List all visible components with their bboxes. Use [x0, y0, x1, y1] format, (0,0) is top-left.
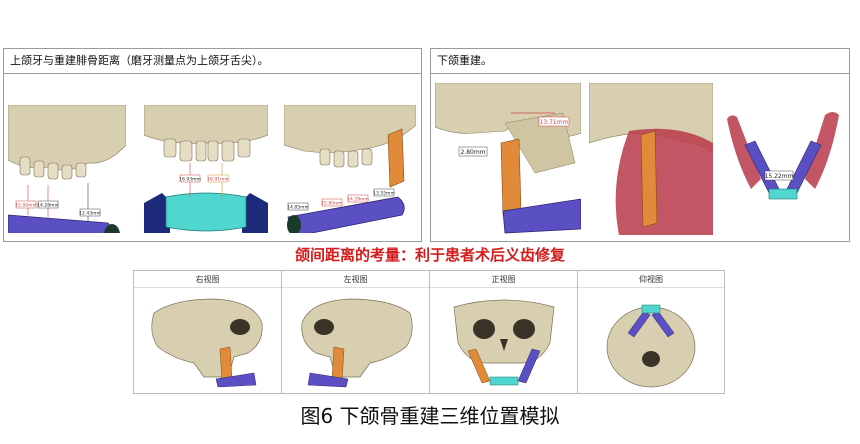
left-view-2-image: 16.93mm 16.91mm — [144, 105, 268, 233]
left-view-1-measure-3: 12.43mm — [79, 211, 101, 217]
right-panel: 下颌重建。 13.71mm 2.80mm 15.22mm — [430, 48, 850, 242]
skull-bottom-view-image — [606, 304, 696, 388]
right-measure-3: 15.22mm — [765, 173, 794, 180]
interocclusal-caption: 颌间距离的考量：利于患者术后义齿修复 — [294, 246, 565, 264]
right-measure-2: 13.71mm — [540, 119, 569, 126]
skull-left-view-image — [301, 298, 413, 388]
left-view-2-measure-1: 16.93mm — [179, 177, 201, 183]
left-view-1-measure-2: 14.28mm — [37, 203, 59, 209]
bottom-view-left: 左视图 — [282, 271, 430, 393]
bottom-view-label: 仰视图 — [578, 273, 724, 288]
skull-front-view-image — [453, 299, 555, 386]
bottom-views: 右视图 左视图 正视图 仰视图 — [133, 270, 725, 394]
bottom-view-front: 正视图 — [430, 271, 578, 393]
right-measure-1: 2.80mm — [460, 149, 485, 156]
left-view-1-measure-1: 15.92mm — [15, 203, 37, 209]
bottom-view-right: 右视图 — [134, 271, 282, 393]
bottom-view-label: 正视图 — [430, 273, 577, 288]
figure-caption: 图6 下颌骨重建三维位置模拟 — [300, 404, 560, 428]
bottom-view-label: 右视图 — [134, 273, 281, 288]
left-panel: 上颌牙与重建腓骨距离（磨牙测量点为上颌牙舌尖）。 15.92mm 14.28mm… — [3, 48, 422, 242]
left-view-1-image: 15.92mm 14.28mm 12.43mm — [8, 105, 126, 233]
left-view-3-measure-2: 15.80mm — [321, 201, 343, 207]
bottom-view-label: 左视图 — [282, 273, 429, 288]
right-view-1-image: 13.71mm 2.80mm — [435, 83, 581, 235]
left-panel-title: 上颌牙与重建腓骨距离（磨牙测量点为上颌牙舌尖）。 — [4, 49, 421, 74]
left-view-3-image: 14.85mm 15.80mm 14.29mm 13.55mm — [284, 105, 416, 233]
skull-right-view-image — [151, 298, 263, 388]
right-view-2-image — [589, 83, 713, 235]
left-view-3-measure-1: 14.85mm — [287, 205, 309, 211]
left-view-3-measure-4: 13.55mm — [373, 191, 395, 197]
right-view-3-image: 15.22mm — [721, 109, 845, 219]
right-panel-title: 下颌重建。 — [431, 49, 849, 74]
left-view-3-measure-3: 14.29mm — [347, 197, 369, 203]
left-view-2-measure-2: 16.91mm — [207, 177, 229, 183]
bottom-view-bottom: 仰视图 — [578, 271, 724, 393]
